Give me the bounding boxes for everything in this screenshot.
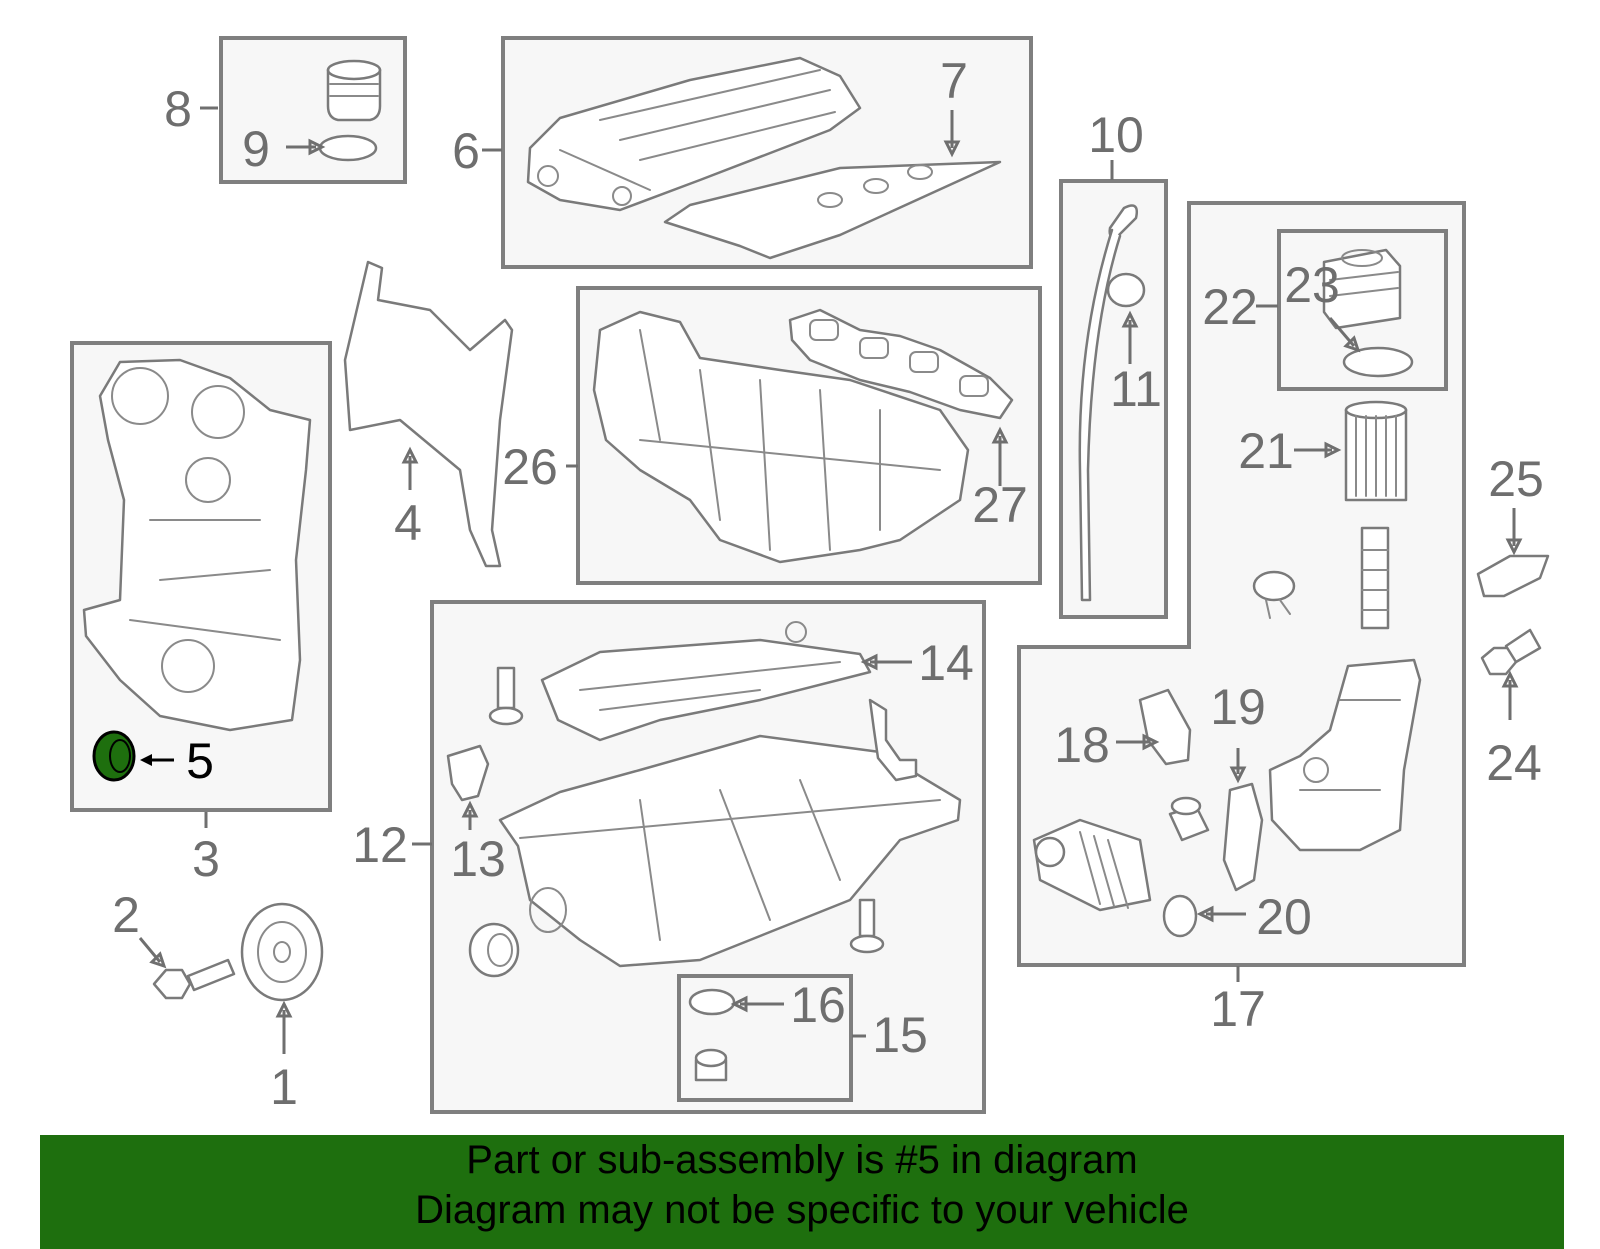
- oil-filter-cap-seal-icon: [1342, 346, 1414, 378]
- crankshaft-front-seal-icon: [92, 730, 136, 782]
- crankshaft-pulley-icon: [240, 902, 324, 1002]
- oil-cooler-adapter-icon: [1168, 796, 1210, 842]
- callout-7: 7: [940, 53, 968, 109]
- oil-cooler-icon: [1032, 818, 1152, 912]
- callout-24: 24: [1486, 735, 1542, 791]
- callout-17: 17: [1210, 981, 1266, 1037]
- timing-cover-gasket-icon: [343, 260, 514, 568]
- callout-27: 27: [972, 477, 1028, 533]
- oil-filter-standpipe-icon: [1360, 526, 1390, 630]
- notice-banner: Part or sub-assembly is #5 in diagram Di…: [40, 1135, 1564, 1249]
- oil-pump-pickup-icon: [868, 698, 918, 782]
- rear-main-seal-icon: [468, 922, 520, 978]
- oil-pressure-sensor-icon: [1476, 554, 1550, 598]
- leader-lines: [138, 106, 1523, 1054]
- dipstick-icon: [1078, 204, 1138, 602]
- dipstick-o-ring-icon: [1106, 272, 1146, 308]
- valve-cover-icon: [526, 56, 862, 212]
- callout-5: 5: [186, 733, 214, 789]
- callout-8: 8: [164, 81, 192, 137]
- oil-pan-baffle-icon: [540, 621, 872, 742]
- callout-2: 2: [112, 887, 140, 943]
- oil-cooler-o-ring-icon: [1162, 894, 1198, 938]
- filler-cap-seal-icon: [318, 134, 378, 162]
- drain-plug-gasket-icon: [688, 988, 736, 1016]
- callout-21: 21: [1238, 423, 1294, 479]
- callout-10: 10: [1088, 107, 1144, 163]
- pulley-bolt-icon: [152, 958, 236, 1000]
- callout-3: 3: [192, 831, 220, 887]
- oil-pan-bolt-icon: [488, 666, 524, 726]
- callout-15: 15: [872, 1007, 928, 1063]
- banner-line-1: Part or sub-assembly is #5 in diagram: [466, 1138, 1138, 1182]
- oil-pan-icon: [498, 734, 962, 968]
- oil-filter-housing-icon: [1268, 658, 1422, 852]
- callout-14: 14: [918, 635, 974, 691]
- banner-line-2: Diagram may not be specific to your vehi…: [415, 1188, 1189, 1232]
- oil-filter-cap-icon: [1322, 248, 1402, 330]
- timing-cover-icon: [82, 358, 312, 732]
- callout-23: 23: [1284, 257, 1340, 313]
- drain-plug-icon: [694, 1048, 728, 1082]
- oil-pan-bolt-2-icon: [849, 898, 885, 954]
- callout-6: 6: [452, 123, 480, 179]
- callout-12: 12: [352, 817, 408, 873]
- check-valve-icon: [1252, 570, 1296, 619]
- callout-26: 26: [502, 439, 558, 495]
- callout-25: 25: [1488, 451, 1544, 507]
- callout-4: 4: [394, 495, 422, 551]
- oil-level-sensor-icon: [446, 744, 490, 802]
- callout-19: 19: [1210, 679, 1266, 735]
- callout-22: 22: [1202, 279, 1258, 335]
- intake-manifold-icon: [592, 310, 970, 564]
- intake-manifold-gasket-icon: [788, 308, 1014, 420]
- filter-housing-gasket-icon: [1222, 782, 1264, 892]
- oil-filter-element-icon: [1344, 400, 1408, 502]
- callout-labels: 1 2 3 4 5 6 7 8 9 10 11 12 13 14 15 16 1…: [112, 53, 1544, 1115]
- callout-18: 18: [1054, 717, 1110, 773]
- callout-1: 1: [270, 1059, 298, 1115]
- oil-filler-cap-icon: [326, 59, 382, 122]
- oil-cooler-gasket-icon: [1138, 688, 1192, 766]
- valve-cover-gasket-icon: [663, 160, 1002, 260]
- callout-13: 13: [450, 831, 506, 887]
- callout-16: 16: [790, 977, 846, 1033]
- callout-9: 9: [242, 121, 270, 177]
- callout-20: 20: [1256, 889, 1312, 945]
- oil-cooler-fitting-icon: [1480, 628, 1542, 676]
- callout-11: 11: [1110, 361, 1162, 417]
